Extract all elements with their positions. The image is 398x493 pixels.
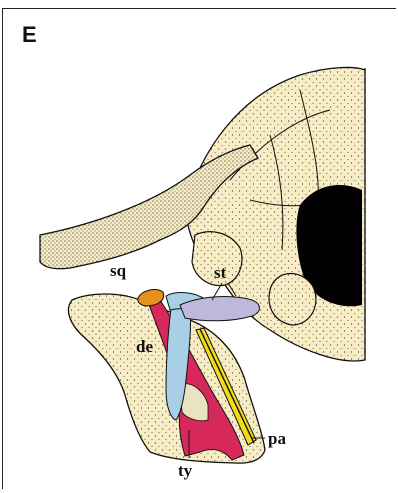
bulla-lobe <box>269 274 316 325</box>
label-st: st <box>214 263 227 282</box>
stapedial-process <box>180 297 260 321</box>
label-pa: pa <box>268 429 286 448</box>
label-ty: ty <box>178 461 193 480</box>
label-sq: sq <box>110 261 127 280</box>
label-de: de <box>136 337 153 356</box>
